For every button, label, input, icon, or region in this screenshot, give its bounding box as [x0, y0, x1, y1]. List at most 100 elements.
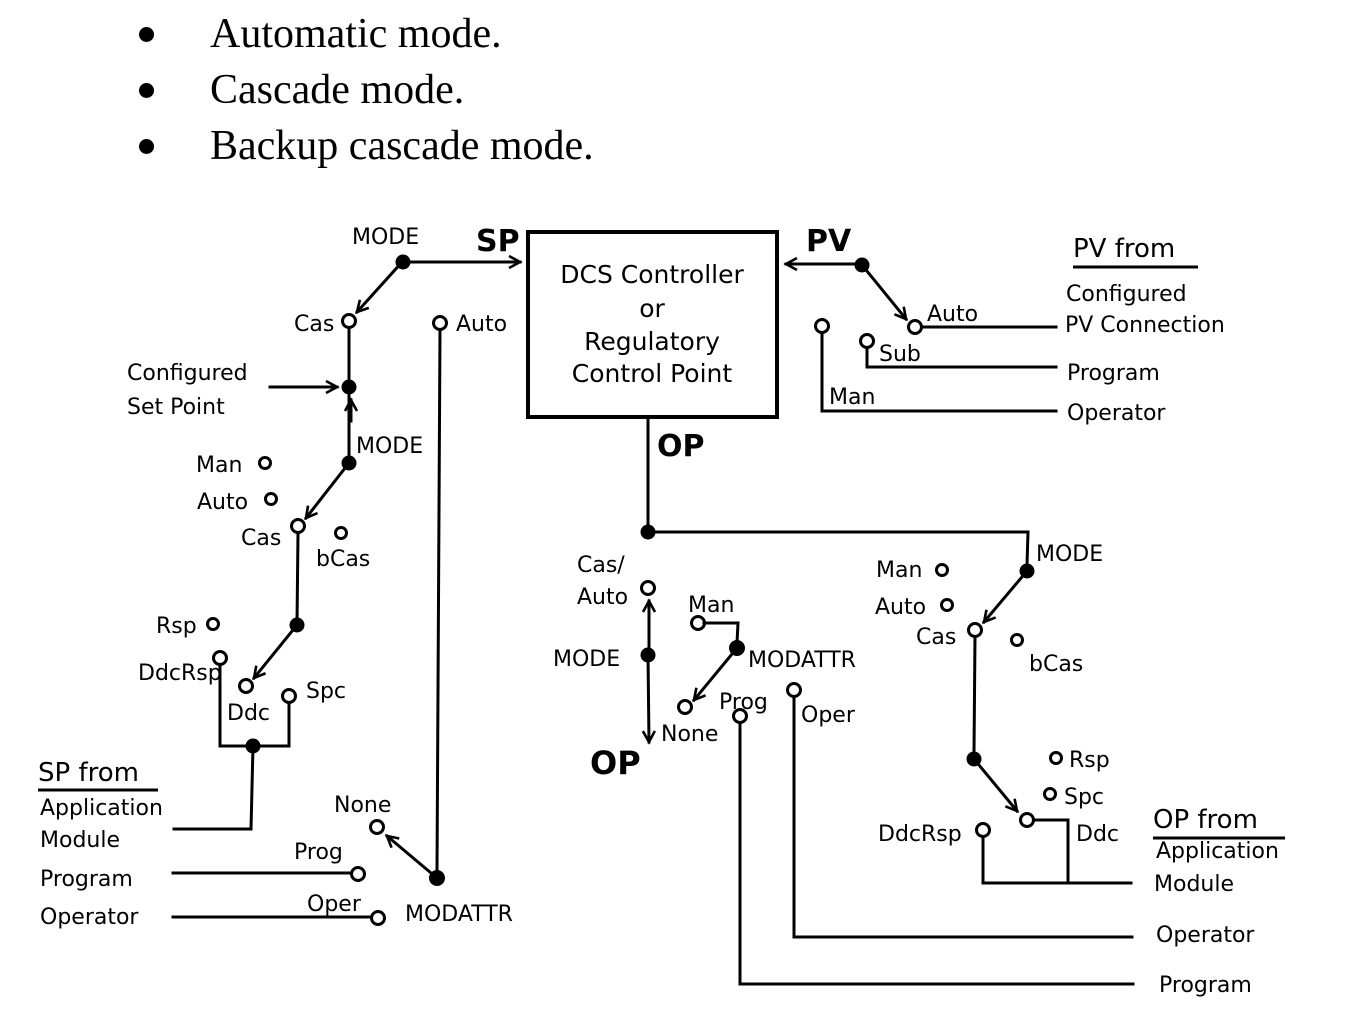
man-label-setpoint: Man: [196, 453, 242, 478]
sp-signal-label: SP: [476, 224, 520, 259]
none-contact-op: [677, 699, 693, 715]
cas-label-setpoint: Cas: [241, 526, 281, 551]
setpoint-switch-arm-arrow: [303, 460, 352, 521]
oper-contact-sp: [370, 910, 386, 926]
rsp-contact-op: [1049, 751, 1063, 765]
oper-label-sp: Oper: [307, 892, 362, 917]
rsp-label-op: Rsp: [1069, 748, 1110, 773]
controller-line-1: DCS Controller: [560, 260, 744, 289]
controller-box-frame: [526, 230, 779, 419]
ddcrsp-contact-op: [975, 822, 991, 838]
op-from-application: Application: [1156, 839, 1279, 864]
sp-switch-arm-arrow: [354, 258, 406, 315]
mode-bullet-list: Automatic mode. Cascade mode. Backup cas…: [0, 0, 1346, 190]
sp-source-switch: Rsp DdcRsp Ddc Spc: [138, 531, 346, 831]
op-from-title: OP from: [1153, 805, 1258, 835]
set-point-label: Set Point: [127, 395, 225, 420]
controller-line-4: Control Point: [572, 359, 733, 388]
auto-contact-op-switch: [940, 598, 954, 612]
pv-signal-label: PV: [806, 224, 852, 259]
none-contact-sp: [369, 819, 385, 835]
man-label-pv: Man: [829, 385, 875, 410]
man-label-op-chain: Man: [688, 593, 734, 618]
ddc-contact-op: [1019, 812, 1035, 828]
bullet-item-automatic: Automatic mode.: [210, 11, 502, 57]
ddc-label-sp: Ddc: [227, 701, 270, 726]
bullet-icon: [139, 82, 154, 98]
sp-switch-junction-dot: [395, 254, 411, 270]
sp-from-section: SP from Application Module Program Opera…: [38, 758, 513, 930]
op-out-label: OP: [590, 744, 641, 782]
sp-from-application: Application: [40, 796, 163, 821]
mode-label-setpoint: MODE: [356, 434, 423, 459]
pv-from-operator: Operator: [1067, 401, 1166, 426]
modattr-label-op: MODATTR: [748, 648, 856, 673]
pv-from-title: PV from: [1073, 234, 1175, 264]
man-contact-pv: [814, 318, 830, 334]
ddcrsp-contact-sp: [212, 650, 228, 666]
sp-from-program: Program: [40, 867, 133, 892]
mode-label-op-switch: MODE: [1036, 542, 1103, 567]
cas-contact-sp: [341, 313, 357, 329]
auto-to-modattr-wire: [435, 328, 442, 872]
none-label-sp: None: [334, 793, 391, 818]
mode-label-sp: MODE: [352, 225, 419, 250]
sp-from-operator: Operator: [40, 905, 139, 930]
op-output-chain: OP Cas/ Auto MODE OP Man MODATTR None Pr…: [553, 415, 1135, 986]
cas-to-op-source-wire: [972, 635, 977, 754]
pv-from-section: PV from Configured PV Connection Program…: [1065, 234, 1225, 426]
cas-contact-setpoint: [290, 518, 306, 534]
bullet-icon: [139, 26, 154, 42]
controller-line-2: or: [639, 294, 665, 323]
op-signal-label: OP: [657, 429, 705, 464]
spc-contact-sp: [281, 688, 297, 704]
spc-contact-op: [1043, 787, 1057, 801]
bcas-contact-setpoint: [334, 526, 348, 540]
op-switch-arm-arrow: [981, 568, 1030, 625]
ddc-contact-sp: [238, 678, 254, 694]
op-modattr-arm-arrow: [691, 645, 740, 703]
none-label-op: None: [661, 722, 718, 747]
sp-from-title: SP from: [38, 758, 139, 788]
sp-source-arm-arrow: [251, 622, 300, 681]
modattr-label-sp: MODATTR: [405, 902, 513, 927]
sub-label-pv: Sub: [879, 342, 921, 367]
bcas-label-op-switch: bCas: [1029, 652, 1083, 677]
op-source-switch: Rsp Spc DdcRsp Ddc: [878, 635, 1133, 885]
bcas-contact-op-switch: [1010, 633, 1024, 647]
man-wire-v: [735, 621, 740, 645]
op-from-module: Module: [1154, 872, 1234, 897]
sub-contact-pv: [859, 333, 875, 349]
bcas-label-setpoint: bCas: [316, 547, 370, 572]
bullet-row-automatic: Automatic mode.: [0, 6, 1346, 62]
sp-modattr-arm-arrow: [384, 833, 440, 881]
pv-mode-switch: PV Auto Sub Man: [783, 224, 1058, 413]
pv-from-connection: PV Connection: [1065, 313, 1225, 338]
auto-label-setpoint: Auto: [197, 490, 248, 515]
man-contact-op-switch: [935, 563, 949, 577]
man-contact-setpoint: [258, 456, 272, 470]
auto-contact-setpoint: [264, 492, 278, 506]
op-from-operator: Operator: [1156, 923, 1255, 948]
configured-label: Configured: [127, 361, 248, 386]
op-from-section: OP from Application Module Operator Prog…: [1153, 805, 1285, 998]
man-label-op-switch: Man: [876, 558, 922, 583]
bullet-row-cascade: Cascade mode.: [0, 62, 1346, 118]
cas-label-sp: Cas: [294, 312, 334, 337]
oper-label-op: Oper: [801, 703, 856, 728]
prog-label-sp: Prog: [294, 840, 343, 865]
spc-label-op: Spc: [1064, 785, 1104, 810]
cas-to-source-wire: [295, 531, 300, 626]
bullet-row-backup-cascade: Backup cascade mode.: [0, 118, 1346, 174]
sp-mode-switch: MODE SP Cas Auto: [294, 224, 523, 872]
op-source-arm-arrow: [971, 756, 1020, 814]
rsp-contact-sp: [206, 617, 220, 631]
auto-label-op-switch: Auto: [875, 595, 926, 620]
cas-label-op-switch: Cas: [916, 625, 956, 650]
bullet-icon: [139, 138, 154, 154]
cas-auto-contact: [640, 580, 656, 596]
op-branch-down-wire: [1025, 530, 1030, 567]
spc-label-sp: Spc: [306, 679, 346, 704]
prog-contact-op: [732, 708, 748, 724]
mode-label-op-chain: MODE: [553, 647, 620, 672]
